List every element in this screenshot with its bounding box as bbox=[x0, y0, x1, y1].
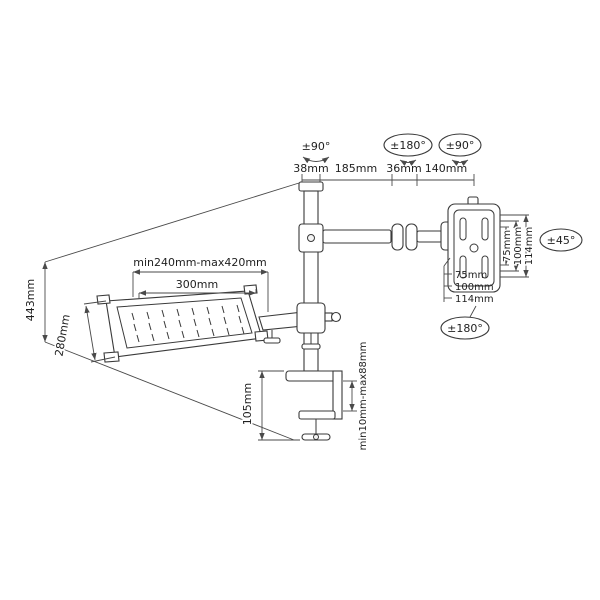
arm-mid-rotation-label: ±180° bbox=[390, 139, 426, 152]
arm-end-rotation-label: ±90° bbox=[446, 139, 475, 152]
clamp-screw-nut bbox=[313, 434, 319, 440]
clamp-dimensions: 105mm min10mm-max88mm bbox=[240, 340, 371, 452]
arm-end-rotation-oval bbox=[438, 133, 482, 157]
joint-width-dim-label: 36mm bbox=[386, 162, 421, 175]
tray-vent-slots bbox=[131, 304, 245, 343]
clamp-lower-jaw bbox=[298, 410, 336, 420]
arm-end-rotation-arrow-icon bbox=[451, 159, 469, 166]
desk-clamp bbox=[285, 370, 343, 441]
vesa-tilt-rotation-label: ±45° bbox=[547, 234, 576, 247]
vesa-below-75-label: 75mm bbox=[455, 270, 487, 281]
collar-knob bbox=[330, 311, 342, 323]
vesa-right-114-label: 114mm bbox=[524, 227, 535, 266]
tray-outer-frame bbox=[105, 290, 263, 358]
tray-knob-handle bbox=[263, 337, 281, 344]
tray-tab-top-left bbox=[96, 294, 111, 305]
arm-mid-joint-left bbox=[391, 223, 404, 251]
vesa-slot-tr bbox=[481, 217, 489, 241]
total-height-dim-label: 443mm bbox=[24, 279, 37, 321]
arm-segment-2 bbox=[416, 230, 443, 243]
vesa-below-dimensions: 75mm 100mm 114mm ±180° bbox=[440, 257, 494, 340]
pole-top-cap bbox=[298, 181, 324, 192]
pole-swivel-arrow-icon bbox=[302, 156, 330, 164]
vesa-slot-br bbox=[481, 255, 489, 279]
vesa-slot-tl bbox=[459, 217, 467, 241]
rotation-indicators-top: ±90° ±180° ±90° bbox=[302, 133, 482, 166]
vesa-below-100-label: 100mm bbox=[455, 282, 494, 293]
desk-thickness-range-label: min10mm-max88mm bbox=[358, 342, 369, 451]
pole-width-dim-label: 38mm bbox=[293, 162, 328, 175]
collar-screw-handle bbox=[301, 343, 321, 350]
clamp-height-label: 105mm bbox=[241, 383, 254, 425]
vesa-plate bbox=[447, 196, 501, 293]
tray-width-label: 300mm bbox=[176, 278, 218, 291]
vesa-rotate-oval bbox=[440, 316, 490, 340]
vesa-slot-bl bbox=[459, 255, 467, 279]
tray-inner-frame bbox=[116, 297, 253, 349]
tray-arm bbox=[258, 311, 304, 331]
vesa-below-114-label: 114mm bbox=[455, 294, 494, 305]
monitor-arm bbox=[322, 221, 453, 251]
arm2-length-dim-label: 140mm bbox=[425, 162, 467, 175]
vesa-right-dimensions: 75mm 100mm 114mm ±45° bbox=[500, 214, 583, 278]
vesa-tilt-rotation-oval bbox=[539, 228, 583, 252]
arm-segment-1 bbox=[322, 229, 392, 244]
top-dimension-row: 38mm 185mm 36mm 140mm bbox=[293, 162, 475, 186]
vesa-center-hole bbox=[469, 243, 479, 253]
arm-mid-rotation-arrow-icon bbox=[399, 159, 417, 166]
vesa-rotate-label: ±180° bbox=[447, 322, 483, 335]
arm1-length-dim-label: 185mm bbox=[335, 162, 377, 175]
vesa-outer-plate bbox=[447, 203, 501, 293]
tray-extension-range-label: min240mm-max420mm bbox=[133, 256, 267, 269]
arm-joint-bolt bbox=[307, 234, 315, 242]
pole-collar bbox=[296, 302, 326, 334]
tray-tab-bottom-left bbox=[103, 351, 120, 363]
clamp-c-bracket bbox=[332, 370, 343, 420]
vesa-right-75-label: 75mm bbox=[502, 230, 513, 262]
pole-swivel-rotation-label: ±90° bbox=[302, 140, 331, 153]
arm-mid-rotation-oval bbox=[383, 133, 433, 157]
vesa-inner-plate bbox=[453, 209, 495, 287]
tray-depth-label: 280mm bbox=[52, 313, 72, 357]
arm-mid-joint-right bbox=[405, 223, 418, 251]
vesa-right-100-label: 100mm bbox=[513, 227, 524, 266]
